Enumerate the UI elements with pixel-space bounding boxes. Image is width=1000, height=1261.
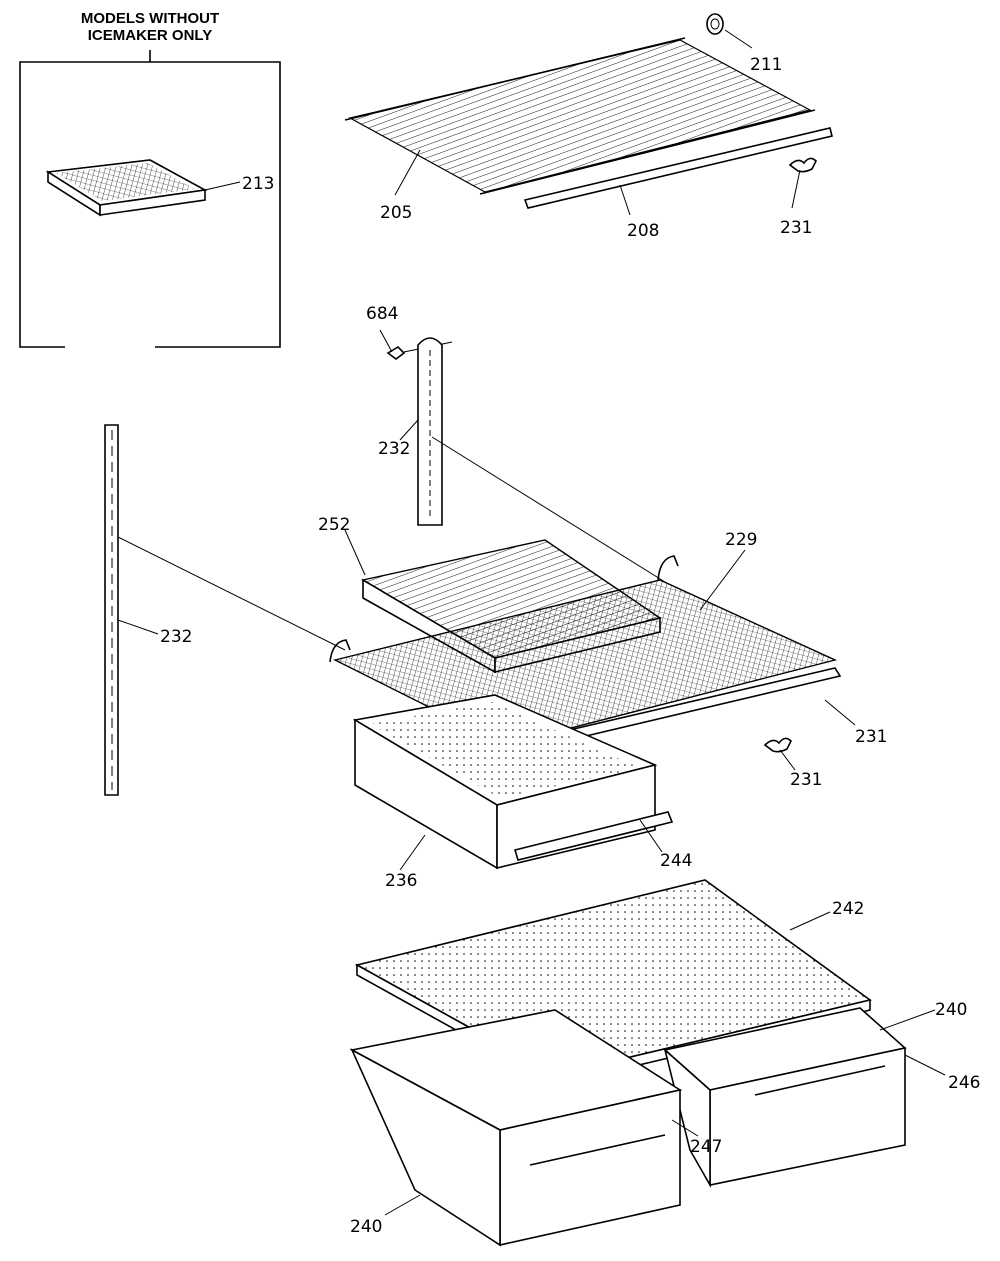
clip-top-part	[788, 157, 817, 209]
part-label-213: 213	[242, 174, 274, 194]
part-label-232-center: 232	[378, 439, 410, 459]
shelf-rail-center-part	[399, 337, 666, 583]
crisper-drawer-right-part	[663, 1007, 946, 1189]
wire-shelf-part	[344, 37, 816, 196]
part-label-205: 205	[380, 203, 412, 223]
part-label-211: 211	[750, 55, 782, 75]
part-label-229: 229	[725, 530, 757, 550]
drawer-trim-part	[513, 811, 674, 861]
part-label-247: 247	[690, 1137, 722, 1157]
part-label-231-top: 231	[780, 218, 812, 238]
part-label-236: 236	[385, 871, 417, 891]
part-label-684: 684	[366, 304, 398, 324]
inset-title-line2: ICEMAKER ONLY	[87, 27, 213, 44]
crisper-drawer-left-part	[349, 1009, 699, 1247]
cap-part	[706, 13, 753, 49]
part-label-240-right: 240	[935, 1000, 967, 1020]
part-label-240-left: 240	[350, 1217, 382, 1237]
part-label-232-left: 232	[160, 627, 192, 647]
shelf-rail-left-part	[104, 424, 346, 796]
part-label-242: 242	[832, 899, 864, 919]
part-label-208: 208	[627, 221, 659, 241]
part-label-244: 244	[660, 851, 692, 871]
part-label-231-mid: 231	[790, 770, 822, 790]
clip-mid-part	[763, 699, 856, 771]
part-label-246: 246	[948, 1073, 980, 1093]
ice-tray-part	[45, 159, 241, 217]
part-label-252: 252	[318, 515, 350, 535]
inset-title-line1: MODELS WITHOUT	[80, 10, 220, 27]
pan-drawer-part	[352, 694, 658, 871]
inset-box	[19, 50, 281, 348]
part-label-231-right: 231	[855, 727, 887, 747]
inset-title: MODELS WITHOUT ICEMAKER ONLY	[20, 10, 280, 44]
shelf-trim-part	[523, 127, 833, 216]
